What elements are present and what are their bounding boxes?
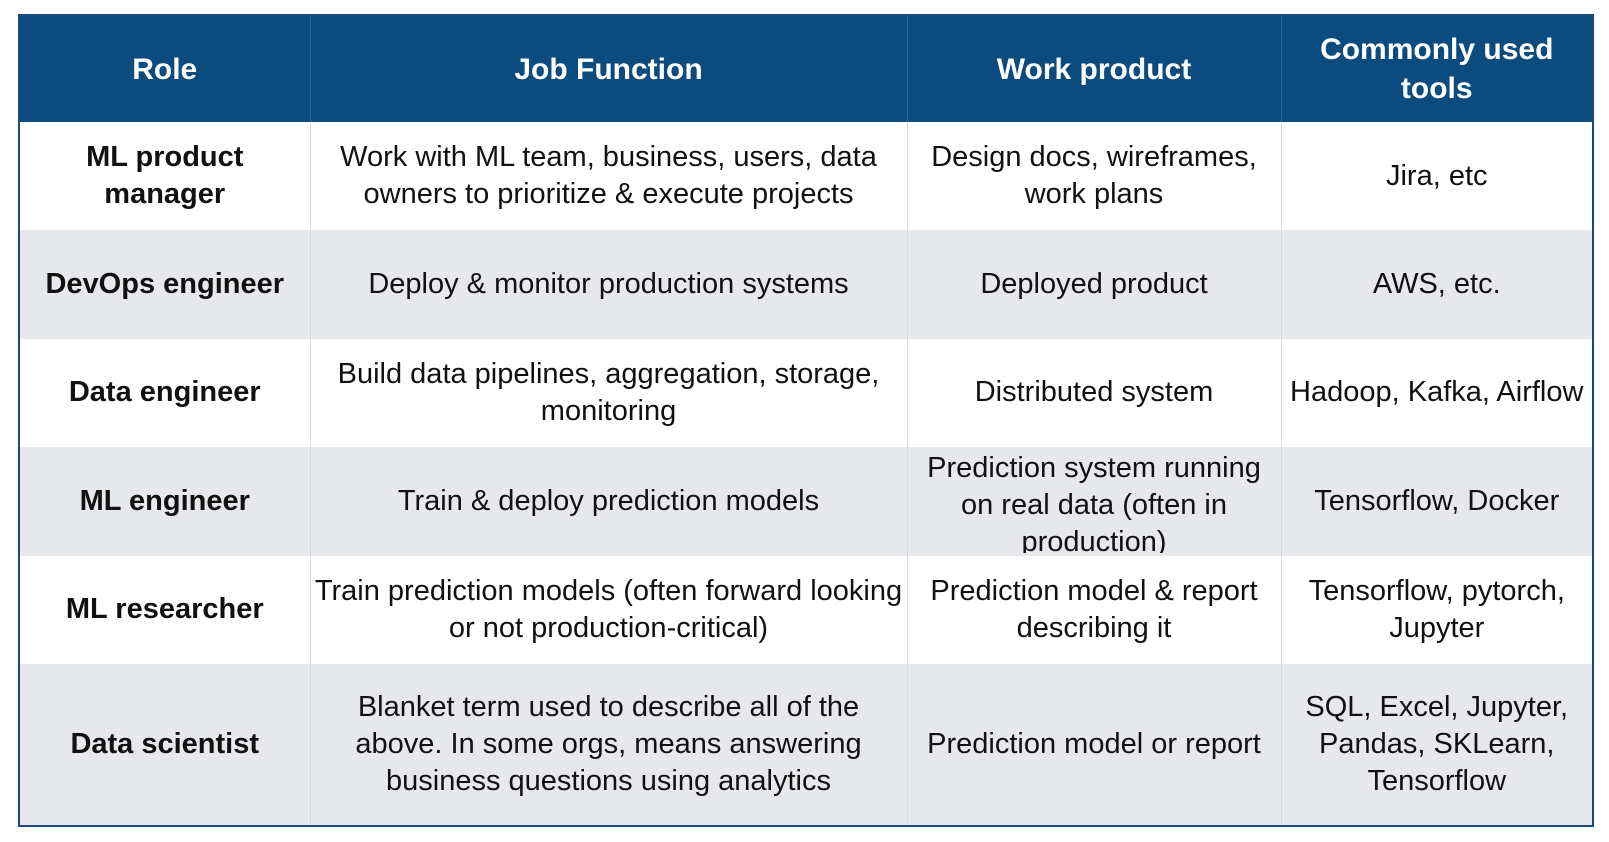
cell-work-product: Deployed product <box>906 230 1281 339</box>
cell-tools: Jira, etc <box>1280 122 1592 231</box>
cell-tools: Tensorflow, pytorch, Jupyter <box>1280 555 1592 664</box>
cell-job-function: Build data pipelines, aggregation, stora… <box>309 338 907 448</box>
table-row: ML researcher Train prediction models (o… <box>20 555 1592 664</box>
cell-work-product: Prediction system running on real data (… <box>906 447 1281 556</box>
table-body: ML product manager Work with ML team, bu… <box>20 122 1592 825</box>
cell-job-function: Train & deploy prediction models <box>309 447 907 556</box>
table-row: Data scientist Blanket term used to desc… <box>20 663 1592 825</box>
cell-tools: SQL, Excel, Jupyter, Pandas, SKLearn, Te… <box>1280 663 1592 825</box>
table-row: Data engineer Build data pipelines, aggr… <box>20 338 1592 448</box>
header-job-function: Job Function <box>309 16 907 122</box>
cell-tools: Tensorflow, Docker <box>1280 447 1592 556</box>
cell-work-product: Design docs, wireframes, work plans <box>906 122 1281 231</box>
cell-role: ML product manager <box>86 141 244 211</box>
cell-job-function: Train prediction models (often forward l… <box>309 555 907 664</box>
cell-work-product: Distributed system <box>906 338 1281 448</box>
cell-job-function: Blanket term used to describe all of the… <box>309 663 907 825</box>
cell-job-function: Work with ML team, business, users, data… <box>309 122 907 231</box>
header-row: Role Job Function Work product Commonly … <box>20 16 1592 122</box>
table-header: Role Job Function Work product Commonly … <box>20 16 1592 122</box>
table-row: DevOps engineer Deploy & monitor product… <box>20 230 1592 339</box>
header-tools: Commonly used tools <box>1280 16 1592 122</box>
header-role: Role <box>132 52 198 86</box>
cell-work-product-text: Prediction system running on real data (… <box>927 451 1261 553</box>
cell-role: Data engineer <box>68 376 261 409</box>
cell-work-product: Prediction model or report <box>906 663 1281 825</box>
cell-role: DevOps engineer <box>45 268 285 301</box>
header-work-product: Work product <box>906 16 1281 122</box>
cell-tools: Hadoop, Kafka, Airflow <box>1280 338 1592 448</box>
cell-job-function: Deploy & monitor production systems <box>309 230 907 339</box>
table-row: ML product manager Work with ML team, bu… <box>20 122 1592 231</box>
cell-tools: AWS, etc. <box>1280 230 1592 339</box>
table-row: ML engineer Train & deploy prediction mo… <box>20 447 1592 556</box>
cell-role: Data scientist <box>70 727 260 760</box>
cell-work-product: Prediction model & report describing it <box>906 555 1281 664</box>
cell-role: ML researcher <box>65 593 264 626</box>
roles-table: Role Job Function Work product Commonly … <box>20 16 1592 825</box>
roles-table-frame: Role Job Function Work product Commonly … <box>18 14 1594 827</box>
cell-role: ML engineer <box>79 484 250 517</box>
